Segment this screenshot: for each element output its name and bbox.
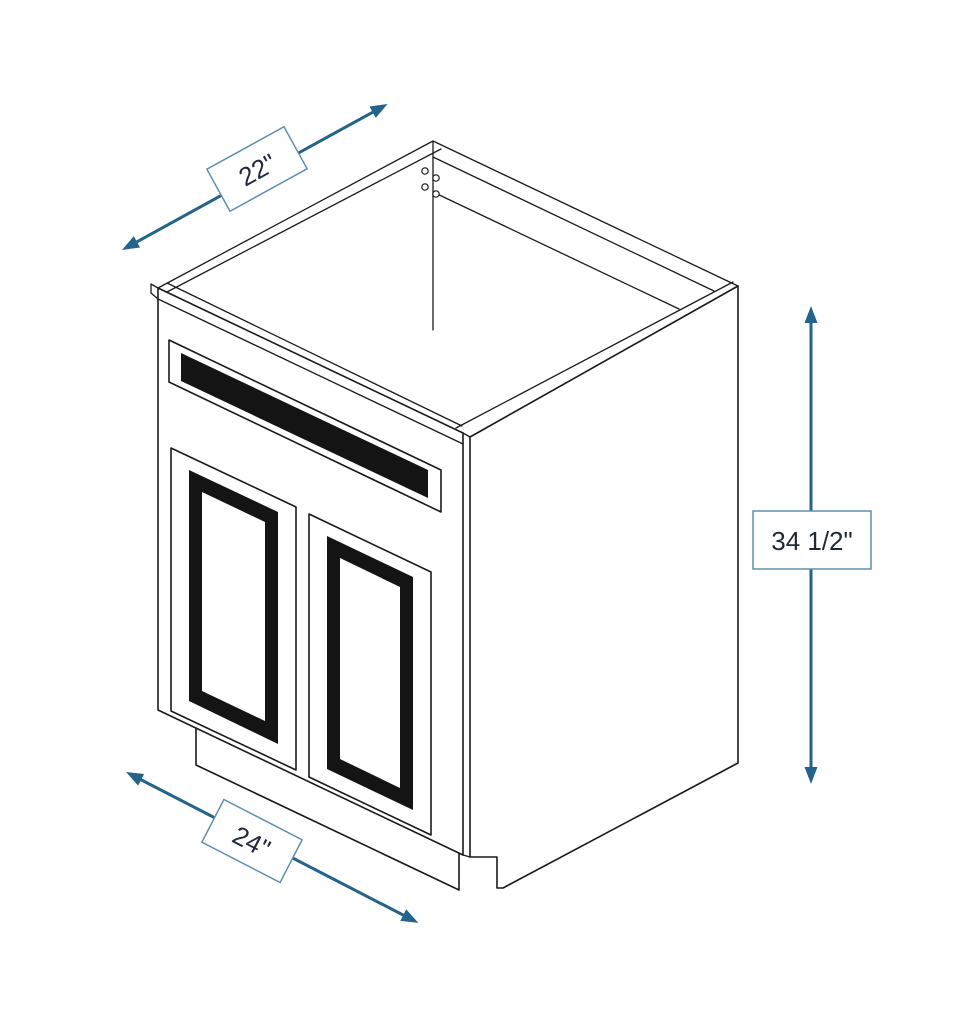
cabinet-side-panel xyxy=(469,285,739,889)
dimension-label-box xyxy=(752,510,872,570)
arrowhead-icon xyxy=(400,909,419,923)
arrowhead-icon xyxy=(804,767,818,784)
depth-label: 22" xyxy=(205,125,309,213)
arrowhead-icon xyxy=(122,236,141,250)
dimension-label-box xyxy=(200,798,304,884)
side-panel-inner-edge xyxy=(455,281,734,429)
right-door-panel-frame xyxy=(327,536,413,810)
drawer-recessed-panel xyxy=(181,353,428,498)
back-rail-lines xyxy=(432,140,739,331)
frame-side-joint-lines xyxy=(462,432,471,858)
screw-hole-icon xyxy=(432,190,440,198)
top-left-edge-step xyxy=(150,283,159,300)
arrowhead-icon xyxy=(804,306,818,323)
cabinet-drawing xyxy=(150,140,739,891)
arrowhead-icon xyxy=(369,104,388,118)
arrowhead-icon xyxy=(126,772,145,786)
toe-kick xyxy=(195,727,460,891)
top-rim-lines xyxy=(157,140,464,445)
dimension-label-box xyxy=(205,125,309,213)
height-label: 34 1/2" xyxy=(752,510,872,570)
left-door-panel-frame xyxy=(189,470,278,744)
right-door xyxy=(308,513,432,836)
height-dimension-label: 34 1/2" xyxy=(771,526,853,556)
left-door xyxy=(170,447,297,771)
screw-hole-icon xyxy=(421,167,429,175)
dimension-annotations: 22" 24" 34 1/2" xyxy=(122,104,872,923)
screw-hole-icon xyxy=(421,183,429,191)
screw-hole-icon xyxy=(432,174,440,182)
false-drawer-front xyxy=(168,339,442,513)
width-label: 24" xyxy=(200,798,304,884)
